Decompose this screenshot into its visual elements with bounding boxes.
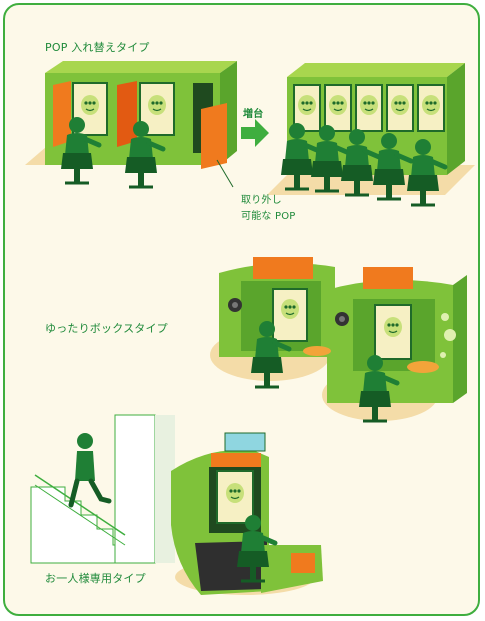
removable-pop-label-line2: 可能な POP xyxy=(241,211,296,222)
diagram-frame: POP 入れ替えタイプ 増台 取り外し 可能な POP ゆったりボックスタイプ … xyxy=(3,3,480,616)
solo-type-illustration xyxy=(30,414,323,595)
illustration-canvas xyxy=(25,61,475,595)
removable-pop-label-line1: 取り外し xyxy=(241,195,282,206)
solo-type-label: お一人様専用タイプ xyxy=(45,572,146,585)
arrow-right-icon xyxy=(241,119,269,147)
box-type-illustration xyxy=(210,257,467,421)
pop-type-expanded-illustration xyxy=(267,63,475,205)
increase-label: 増台 xyxy=(243,109,264,120)
pop-type-illustration xyxy=(25,61,237,187)
staircase xyxy=(30,474,126,564)
person-standing-icon xyxy=(68,433,112,508)
pop-type-label: POP 入れ替えタイプ xyxy=(45,41,150,54)
box-type-label: ゆったりボックスタイプ xyxy=(45,322,168,335)
